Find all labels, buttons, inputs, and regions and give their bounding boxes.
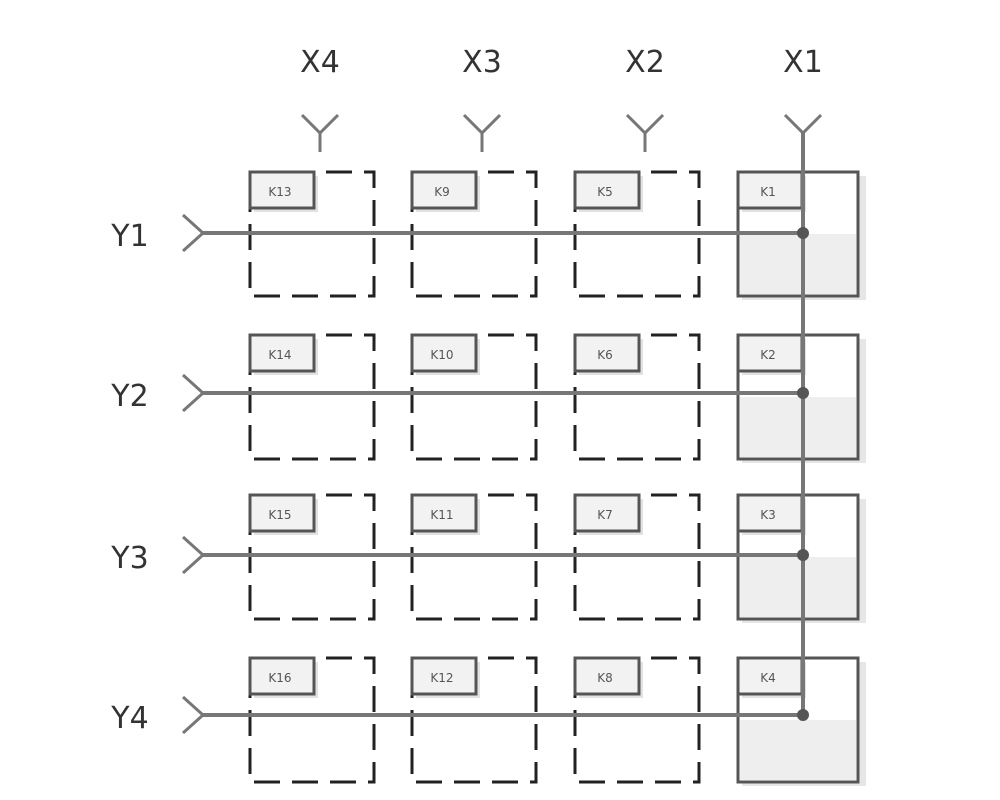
column-connector-icon [300, 113, 340, 152]
key-label: K7 [597, 508, 613, 522]
column-label: X2 [625, 45, 665, 80]
key-label: K2 [760, 348, 776, 362]
key-tag [410, 170, 478, 210]
key-label: K8 [597, 671, 613, 685]
row-label: Y3 [110, 541, 148, 576]
junction-dot [797, 387, 809, 399]
key-box-fill [740, 234, 856, 294]
row-connector-icon [181, 535, 206, 575]
key-cell: K5 [573, 170, 701, 298]
junction-dot [797, 227, 809, 239]
key-cell: K4 [736, 656, 866, 786]
key-label: K5 [597, 185, 613, 199]
key-tag [410, 493, 478, 533]
key-label: K16 [268, 671, 291, 685]
key-tag [248, 656, 316, 696]
row-label: Y1 [110, 219, 148, 254]
key-box-fill [740, 720, 856, 780]
column-label: X3 [462, 45, 502, 80]
key-label: K12 [430, 671, 453, 685]
junction-dot [797, 549, 809, 561]
row-connector-icon [181, 373, 206, 413]
key-label: K11 [430, 508, 453, 522]
key-label: K3 [760, 508, 776, 522]
key-label: K1 [760, 185, 776, 199]
key-cell: K15 [248, 493, 376, 621]
row-connector-icon [181, 695, 206, 735]
key-label: K10 [430, 348, 453, 362]
column-label: X1 [783, 45, 823, 80]
key-tag [736, 493, 804, 533]
column-connector-icon [625, 113, 665, 152]
junction-dot [797, 709, 809, 721]
column-label: X4 [300, 45, 340, 80]
key-label: K13 [268, 185, 291, 199]
key-tag [573, 493, 641, 533]
key-cell: K16 [248, 656, 376, 784]
key-cell: K8 [573, 656, 701, 784]
key-label: K15 [268, 508, 291, 522]
key-tag [573, 656, 641, 696]
key-box-fill [740, 397, 856, 457]
key-label: K4 [760, 671, 776, 685]
key-tag [736, 656, 804, 696]
key-label: K6 [597, 348, 613, 362]
key-tag [410, 656, 478, 696]
key-label: K14 [268, 348, 291, 362]
key-tag [573, 333, 641, 373]
key-tag [248, 493, 316, 533]
key-label: K9 [434, 185, 450, 199]
key-cell: K12 [410, 656, 538, 784]
key-cell: K6 [573, 333, 701, 461]
key-tag [736, 333, 804, 373]
key-tag [410, 333, 478, 373]
key-cell: K14 [248, 333, 376, 461]
key-box-fill [740, 557, 856, 617]
key-cell: K10 [410, 333, 538, 461]
row-label: Y2 [110, 379, 148, 414]
key-tag [573, 170, 641, 210]
row-label: Y4 [110, 701, 148, 736]
row-connector-icon [181, 213, 206, 253]
key-cell: K7 [573, 493, 701, 621]
key-tag [736, 170, 804, 210]
key-tag [248, 333, 316, 373]
key-tag [248, 170, 316, 210]
column-connector-icon [462, 113, 502, 152]
key-cell: K11 [410, 493, 538, 621]
